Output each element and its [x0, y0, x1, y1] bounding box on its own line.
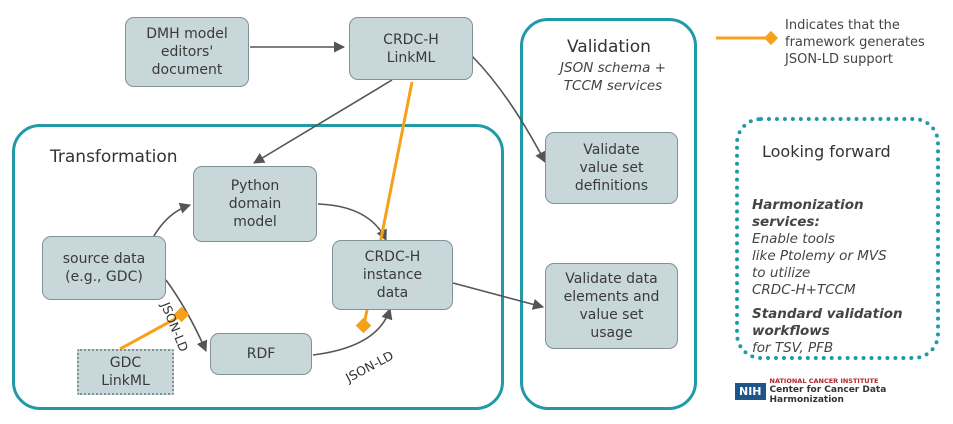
- nih-logo-badge: NIH: [735, 382, 766, 400]
- nci-name: NATIONAL CANCER INSTITUTE: [769, 377, 879, 385]
- ccdh-name: Center for Cancer Data Harmonization: [769, 385, 887, 405]
- legend-diamond: [763, 30, 779, 46]
- looking-forward-region: [735, 117, 940, 360]
- jsonld-support-gdc: [119, 313, 183, 351]
- harmonization-text: Harmonization services: Enable tools lik…: [752, 180, 887, 299]
- standard-validation-title: Standard validation workflows: [752, 306, 903, 339]
- jsonld-support-gdc-diamond: [173, 306, 190, 323]
- nih-logo: NIH NATIONAL CANCER INSTITUTE Center for…: [735, 377, 953, 405]
- crdch-instance-data-node: CRDC-H instance data: [332, 240, 453, 310]
- standard-validation-rest: for TSV, PFB: [752, 340, 834, 356]
- dmh-document-node: DMH model editors' document: [125, 17, 249, 87]
- validate-value-sets-node: Validate value set definitions: [545, 132, 678, 204]
- edge-instance-to-validate-data: [452, 282, 545, 310]
- rdf-node: RDF: [210, 333, 312, 375]
- validation-subtitle: JSON schema + TCCM services: [560, 60, 666, 94]
- legend-text: Indicates that the framework generates J…: [785, 18, 925, 67]
- python-domain-model-node: Python domain model: [193, 166, 317, 242]
- crdch-linkml-node: CRDC-H LinkML: [349, 17, 473, 80]
- nih-logo-text: NIH: [739, 384, 762, 398]
- harmonization-title: Harmonization services:: [752, 197, 864, 230]
- looking-forward-title: Looking forward: [762, 142, 891, 161]
- transformation-title: Transformation: [50, 147, 178, 167]
- edge-python-to-instance: [317, 203, 387, 242]
- standard-validation-text: Standard validation workflows for TSV, P…: [752, 289, 903, 357]
- transformation-region: [12, 124, 504, 410]
- validate-data-node: Validate data elements and value set usa…: [545, 263, 678, 349]
- edge-rdf-to-instance: [312, 307, 393, 356]
- validation-title: Validation: [567, 37, 651, 57]
- harmonization-rest: Enable tools like Ptolemy or MVS to util…: [752, 231, 887, 298]
- validation-region: [520, 18, 697, 410]
- edge-linkml-to-python: [253, 79, 393, 164]
- gdc-linkml-node: GDC LinkML: [77, 349, 174, 395]
- source-data-node: source data (e.g., GDC): [42, 236, 166, 300]
- edge-linkml-to-validate-valuesets: [471, 55, 546, 163]
- jsonld-support-linkml-diamond: [355, 317, 372, 334]
